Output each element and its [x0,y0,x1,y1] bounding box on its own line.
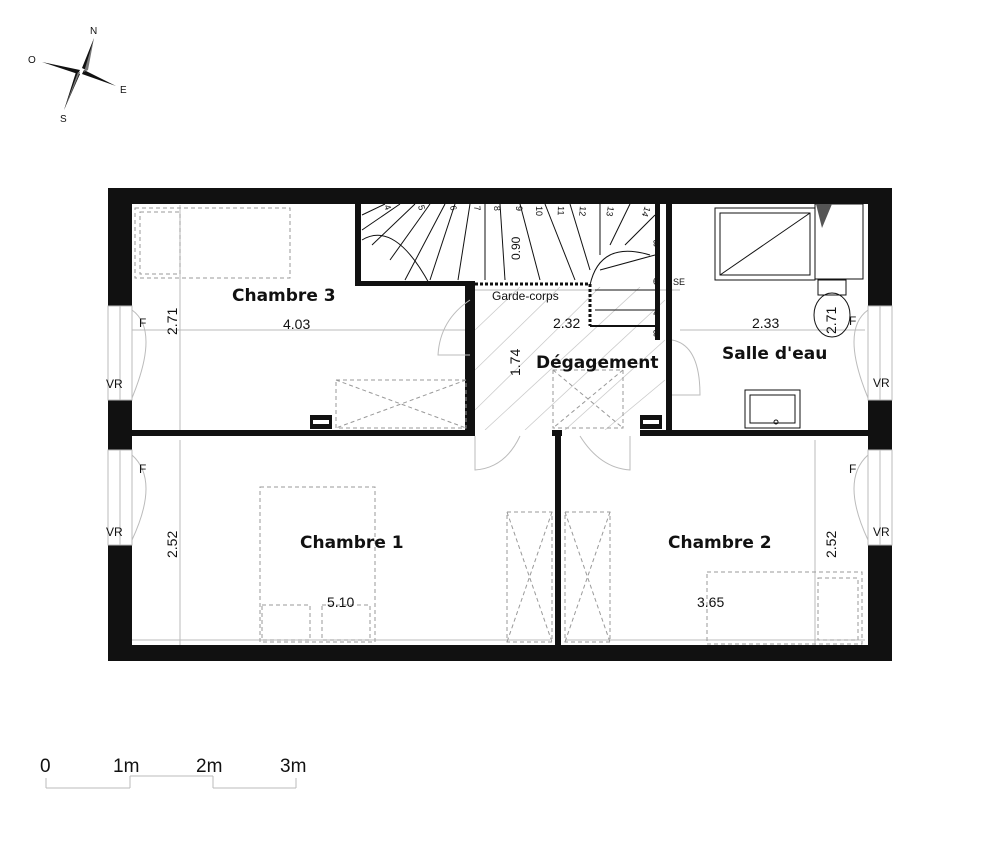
stair-se-label: SE [673,277,685,287]
scale-label: 1m [113,756,139,777]
room-name-chambre2: Chambre 2 [668,533,772,553]
stair-width-label: 0.90 [509,236,523,260]
walls [108,188,892,661]
stair-step-label: 7 [472,205,482,211]
room-width-degagement: 2.32 [553,315,580,331]
window-fixed-label: F [139,316,146,330]
bathroom-fixtures [714,203,864,429]
compass-west-label: O [28,55,36,66]
stair-step-label: 9 [514,206,524,211]
stair-step-label: 12 [577,206,588,217]
room-width-chambre1: 5.10 [327,594,354,610]
room-width-chambre3: 4.03 [283,316,310,332]
windows: F VR F VR F VR F VR [106,305,893,546]
stair-step-label: 14 [640,205,653,218]
stair-step-label: 9 [653,276,658,286]
stair-step-label: 13 [604,206,616,218]
scale-bar: 0 1m 2m 3m [40,756,306,789]
room-width-salle-eau: 2.33 [752,315,779,331]
stair-step-label: 10 [534,206,544,216]
stair: 4 5 6 7 8 9 10 11 12 13 14 3 9 7 8 SE 0.… [361,203,685,338]
room-name-chambre3: Chambre 3 [232,286,336,306]
compass-rose: N S E O [28,26,127,125]
furniture [134,207,863,645]
compass-north-label: N [90,26,97,37]
compass-east-label: E [120,85,127,96]
stair-step-label: 6 [448,205,459,212]
compass-south-label: S [60,114,67,125]
stair-step-label: 4 [382,203,393,211]
scale-label: 2m [196,756,222,777]
window-shutter-label: VR [106,525,123,539]
stair-step-label: 11 [556,206,566,216]
room-name-degagement: Dégagement [536,353,658,373]
scale-label: 0 [40,756,51,777]
stair-step-label: 8 [492,206,502,211]
window-shutter-label: VR [873,525,890,539]
window-shutter-label: VR [873,376,890,390]
window-fixed-label: F [849,314,856,328]
room-depth-degagement: 1.74 [507,349,523,376]
room-depth-chambre2: 2.52 [823,531,839,558]
railing-label: Garde-corps [492,289,559,303]
window-fixed-label: F [849,462,856,476]
room-width-chambre2: 3.65 [697,594,724,610]
room-labels: Chambre 3 4.03 2.71 Dégagement 2.32 1.74… [164,286,839,610]
stair-step-label: 5 [416,204,427,211]
room-depth-chambre3: 2.71 [164,308,180,335]
stair-step-label: 8 [653,328,658,338]
door-swings [437,299,701,471]
room-depth-chambre1: 2.52 [164,531,180,558]
stair-step-label: 3 [653,238,658,248]
stair-step-label: 7 [653,306,658,316]
window-shutter-label: VR [106,377,123,391]
room-name-salle-eau: Salle d'eau [722,344,827,364]
garde-corps-railing [475,204,660,340]
scale-label: 3m [280,756,306,777]
room-depth-salle-eau: 2.71 [823,307,839,334]
room-name-chambre1: Chambre 1 [300,533,404,553]
window-fixed-label: F [139,462,146,476]
